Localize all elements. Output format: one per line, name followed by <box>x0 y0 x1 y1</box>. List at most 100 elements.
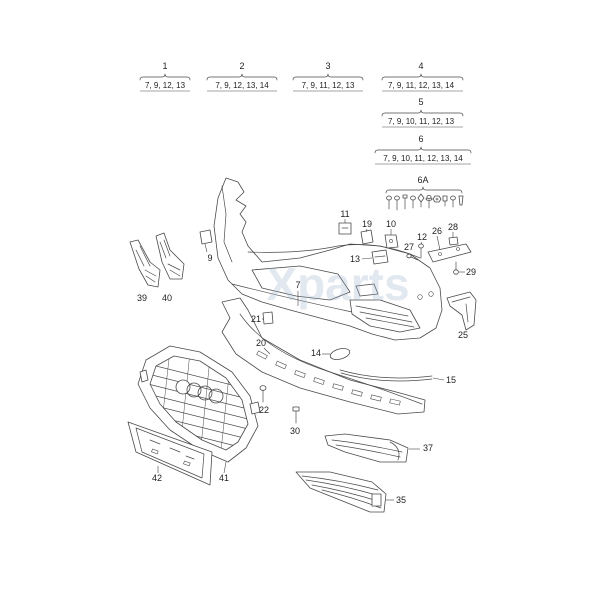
callout-14: 14 <box>311 348 321 358</box>
fog-opening-slats <box>355 305 415 328</box>
grille-mount-lug <box>139 369 149 383</box>
screw-22 <box>259 385 267 403</box>
callout-20: 20 <box>256 338 266 348</box>
tow-eye-cover-14 <box>329 348 351 360</box>
callout-26: 26 <box>432 226 442 236</box>
brace <box>385 186 463 194</box>
callout-27: 27 <box>404 242 414 252</box>
header-number: 3 <box>325 61 330 71</box>
header-group-5: 5 7, 9, 10, 11, 12, 13 <box>381 97 464 128</box>
bumper-crease <box>231 283 353 313</box>
brace <box>206 73 278 81</box>
screw-27 <box>406 253 419 261</box>
callout-19: 19 <box>362 219 372 229</box>
clip-19 <box>360 229 374 245</box>
header-number: 4 <box>418 61 423 71</box>
header-group-6a: 6A <box>385 175 464 211</box>
callout-11: 11 <box>340 209 349 219</box>
plug-icon <box>442 195 448 207</box>
callout-30: 30 <box>290 426 300 436</box>
spoiler-slots <box>256 350 401 406</box>
header-group-2: 2 7, 9, 12, 13, 14 <box>206 61 278 92</box>
bumper-cover-7 <box>213 177 443 341</box>
callout-28: 28 <box>448 222 458 232</box>
callout-10: 10 <box>386 219 396 229</box>
clip-11 <box>338 222 352 235</box>
header-parts-list: 7, 9, 12, 13, 14 <box>215 81 269 90</box>
fastener-kit-icons <box>386 193 464 211</box>
header-parts-list: 7, 9, 11, 12, 13, 14 <box>388 81 455 90</box>
brace <box>381 109 464 117</box>
header-parts-list: 7, 9, 10, 11, 12, 13, 14 <box>383 154 463 163</box>
callout-13: 13 <box>350 254 360 264</box>
brand-rings-icon <box>175 379 224 404</box>
brace <box>292 73 364 81</box>
trim-strip-15 <box>339 369 433 382</box>
brace <box>381 73 464 81</box>
header-number: 2 <box>239 61 244 71</box>
callouts: 9 11 19 10 12 27 26 28 13 29 39 40 7 21 … <box>137 209 476 505</box>
header-number: 5 <box>418 97 423 107</box>
bracket-40 <box>155 232 185 280</box>
callout-25: 25 <box>458 330 468 340</box>
brace <box>139 73 191 81</box>
header-group-3: 3 7, 9, 11, 12, 13 <box>292 61 364 92</box>
fog-grille-37 <box>324 433 409 463</box>
header-number: 1 <box>162 61 167 71</box>
nut-icon <box>432 195 442 203</box>
parking-sensor-hole <box>417 294 423 300</box>
spoiler-20 <box>221 297 426 415</box>
screw-icon <box>386 195 392 210</box>
clip-21 <box>262 311 274 325</box>
header-parts-list: 7, 9, 10, 11, 12, 13 <box>388 117 455 126</box>
watermark: Xparts <box>266 258 409 310</box>
brace <box>374 146 472 154</box>
callout-40: 40 <box>162 293 172 303</box>
screw-12 <box>418 243 424 259</box>
bumper-top-edge <box>247 244 421 259</box>
callout-37: 37 <box>423 443 433 453</box>
callout-7: 7 <box>295 280 300 290</box>
parking-sensor-hole <box>428 291 434 297</box>
callout-12: 12 <box>417 232 427 242</box>
clip-28 <box>448 236 459 246</box>
grille-mount-lug <box>249 401 261 415</box>
guide-bracket-26 <box>427 243 472 263</box>
license-plate-holder-42 <box>127 421 213 486</box>
clip-icon <box>417 193 425 208</box>
spreader-nut-icon <box>458 195 464 206</box>
callout-15: 15 <box>446 375 456 385</box>
screw-icon <box>410 195 416 209</box>
bumper-grille-opening <box>251 265 351 301</box>
header-group-4: 4 7, 9, 11, 12, 13, 14 <box>381 61 464 92</box>
header-parts-list: 7, 9, 12, 13 <box>145 81 186 90</box>
screw-29 <box>453 261 459 275</box>
leader-lines <box>157 219 465 501</box>
callout-42: 42 <box>152 473 162 483</box>
washer-screw-icon <box>425 194 433 209</box>
fog-grille-insert <box>371 493 382 507</box>
header-number: 6 <box>418 134 423 144</box>
bracket-39 <box>129 239 161 288</box>
screw-icon <box>450 195 456 208</box>
header-group-6: 6 7, 9, 10, 11, 12, 13, 14 <box>374 134 472 165</box>
callout-39: 39 <box>137 293 147 303</box>
side-bracket-25 <box>446 291 477 331</box>
header-parts-list: 7, 9, 11, 12, 13 <box>302 81 355 90</box>
callout-35: 35 <box>396 495 406 505</box>
fog-grille-35 <box>295 471 387 513</box>
callout-21: 21 <box>251 314 261 324</box>
clip-10 <box>384 234 399 249</box>
callout-41: 41 <box>219 473 229 483</box>
callout-22: 22 <box>259 405 269 415</box>
tow-hook-opening <box>355 283 379 297</box>
bumper-flange <box>221 185 233 263</box>
callout-9: 9 <box>207 253 212 263</box>
screw-icon <box>394 195 400 211</box>
bolt-30 <box>292 406 300 424</box>
bolt-icon <box>402 194 408 210</box>
header-group-1: 1 7, 9, 12, 13 <box>139 61 191 92</box>
radiator-grille-41 <box>137 345 261 463</box>
callout-29: 29 <box>466 267 476 277</box>
